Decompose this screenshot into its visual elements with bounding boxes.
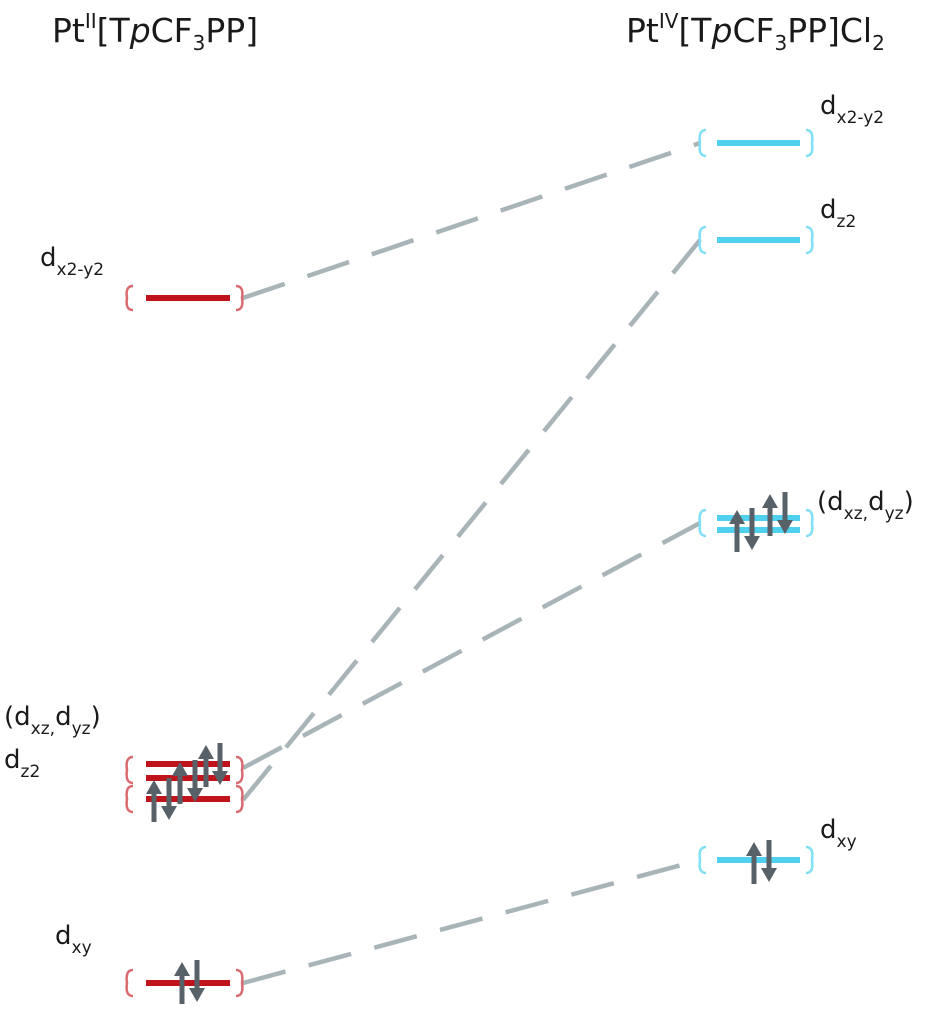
connector-dxy <box>242 857 701 986</box>
left-bracket-close <box>235 284 244 312</box>
correlation-connectors <box>241 140 702 986</box>
left-level-dx2y2 <box>125 284 244 312</box>
left-bracket-open <box>125 284 134 312</box>
right-energy-levels <box>698 128 814 875</box>
right-label-dxy: dxy <box>820 815 857 852</box>
right-level-dxy <box>698 845 814 875</box>
left-label-dx2y2: dx2-y2 <box>40 243 104 280</box>
left-label-dz2: dz2 <box>4 745 40 782</box>
right-level-dxz-dyz <box>698 508 814 538</box>
connector-dxz-dyz <box>241 521 702 770</box>
right-label-dxz-dyz: (dxz,dyz) <box>817 487 914 524</box>
left-electrons <box>146 743 228 1004</box>
right-level-dx2y2 <box>698 128 814 158</box>
left-label-dxy: dxy <box>55 921 92 958</box>
right-complex-title: PtIV[TpCF3PP]Cl2 <box>626 9 885 55</box>
left-level-dxy <box>125 968 244 998</box>
right-electrons <box>729 492 793 884</box>
left-level-dz2 <box>125 784 244 814</box>
right-level-dz2 <box>698 225 814 255</box>
left-energy-levels <box>125 284 244 998</box>
left-complex-title: PtII[TpCF3PP] <box>52 9 258 55</box>
connector-dz2 <box>241 238 702 802</box>
right-label-dz2: dz2 <box>820 195 856 232</box>
connector-dx2y2 <box>242 140 701 301</box>
right-label-dx2y2: dx2-y2 <box>820 91 884 128</box>
left-label-dxz-dyz: (dxz,dyz) <box>4 702 101 739</box>
